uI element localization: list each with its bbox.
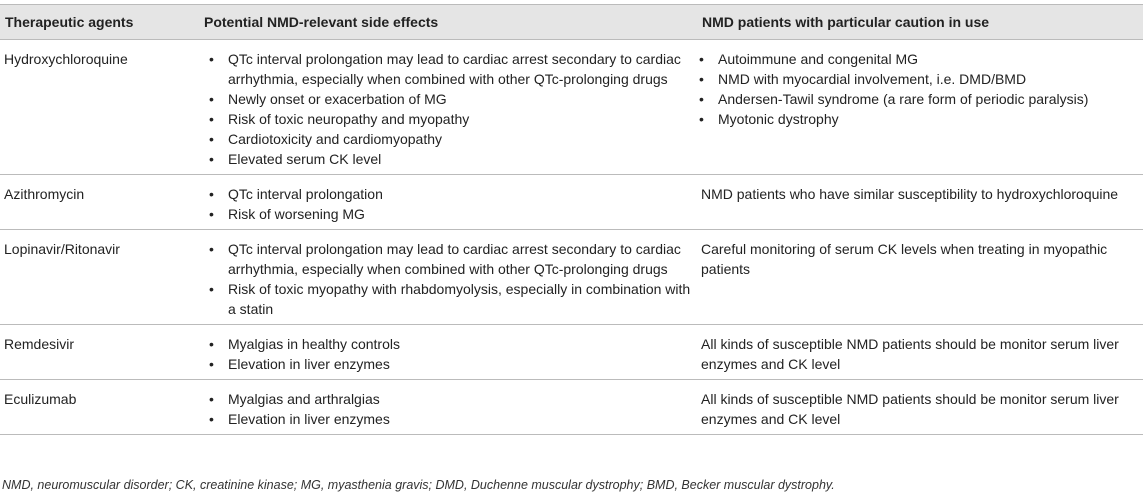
table-header: Therapeutic agents Potential NMD-relevan…	[0, 4, 1143, 40]
effect-item: Elevation in liver enzymes	[207, 354, 692, 374]
effect-item: Risk of toxic myopathy with rhabdomyolys…	[207, 279, 692, 319]
effect-item: QTc interval prolongation	[207, 184, 692, 204]
effect-item: Cardiotoxicity and cardiomyopathy	[207, 129, 692, 149]
effects-cell: QTc interval prolongation Risk of worsen…	[198, 174, 696, 230]
header-side-effects: Potential NMD-relevant side effects	[198, 4, 696, 40]
caution-item: Autoimmune and congenital MG	[697, 49, 1139, 69]
caution-cell: Careful monitoring of serum CK levels wh…	[696, 229, 1143, 325]
caution-cell: All kinds of susceptible NMD patients sh…	[696, 379, 1143, 435]
effect-item: Elevated serum CK level	[207, 149, 692, 169]
effect-item: Risk of worsening MG	[207, 204, 692, 224]
effect-item: Risk of toxic neuropathy and myopathy	[207, 109, 692, 129]
effect-item: Elevation in liver enzymes	[207, 409, 692, 429]
effects-cell: Myalgias in healthy controls Elevation i…	[198, 324, 696, 380]
effects-cell: QTc interval prolongation may lead to ca…	[198, 229, 696, 325]
agent-cell: Remdesivir	[0, 324, 198, 380]
caution-list: Autoimmune and congenital MG NMD with my…	[697, 49, 1139, 129]
effects-cell: Myalgias and arthralgias Elevation in li…	[198, 379, 696, 435]
caution-cell: Autoimmune and congenital MG NMD with my…	[696, 39, 1143, 175]
effect-item: Myalgias and arthralgias	[207, 389, 692, 409]
caution-item: Myotonic dystrophy	[697, 109, 1139, 129]
table-footnote: NMD, neuromuscular disorder; CK, creatin…	[2, 478, 835, 492]
table-row: Azithromycin QTc interval prolongation R…	[0, 174, 1143, 230]
agent-cell: Hydroxychloroquine	[0, 39, 198, 175]
header-caution: NMD patients with particular caution in …	[696, 4, 1143, 40]
effects-list: QTc interval prolongation may lead to ca…	[207, 49, 692, 169]
header-row: Therapeutic agents Potential NMD-relevan…	[0, 4, 1143, 40]
effects-list: QTc interval prolongation may lead to ca…	[207, 239, 692, 319]
agent-cell: Azithromycin	[0, 174, 198, 230]
caution-cell: NMD patients who have similar susceptibi…	[696, 174, 1143, 230]
effects-cell: QTc interval prolongation may lead to ca…	[198, 39, 696, 175]
agent-cell: Eculizumab	[0, 379, 198, 435]
effect-item: Myalgias in healthy controls	[207, 334, 692, 354]
side-effects-table: Therapeutic agents Potential NMD-relevan…	[0, 4, 1143, 435]
effect-item: Newly onset or exacerbation of MG	[207, 89, 692, 109]
effect-item: QTc interval prolongation may lead to ca…	[207, 49, 692, 89]
table-body: Hydroxychloroquine QTc interval prolonga…	[0, 39, 1143, 435]
agent-cell: Lopinavir/Ritonavir	[0, 229, 198, 325]
caution-item: NMD with myocardial involvement, i.e. DM…	[697, 69, 1139, 89]
table-row: Remdesivir Myalgias in healthy controls …	[0, 324, 1143, 380]
effects-list: QTc interval prolongation Risk of worsen…	[207, 184, 692, 224]
table-row: Eculizumab Myalgias and arthralgias Elev…	[0, 379, 1143, 435]
caution-item: Andersen-Tawil syndrome (a rare form of …	[697, 89, 1139, 109]
effect-item: QTc interval prolongation may lead to ca…	[207, 239, 692, 279]
effects-list: Myalgias and arthralgias Elevation in li…	[207, 389, 692, 429]
caution-cell: All kinds of susceptible NMD patients sh…	[696, 324, 1143, 380]
table-row: Lopinavir/Ritonavir QTc interval prolong…	[0, 229, 1143, 325]
table-row: Hydroxychloroquine QTc interval prolonga…	[0, 39, 1143, 175]
effects-list: Myalgias in healthy controls Elevation i…	[207, 334, 692, 374]
header-therapeutic-agents: Therapeutic agents	[0, 4, 198, 40]
